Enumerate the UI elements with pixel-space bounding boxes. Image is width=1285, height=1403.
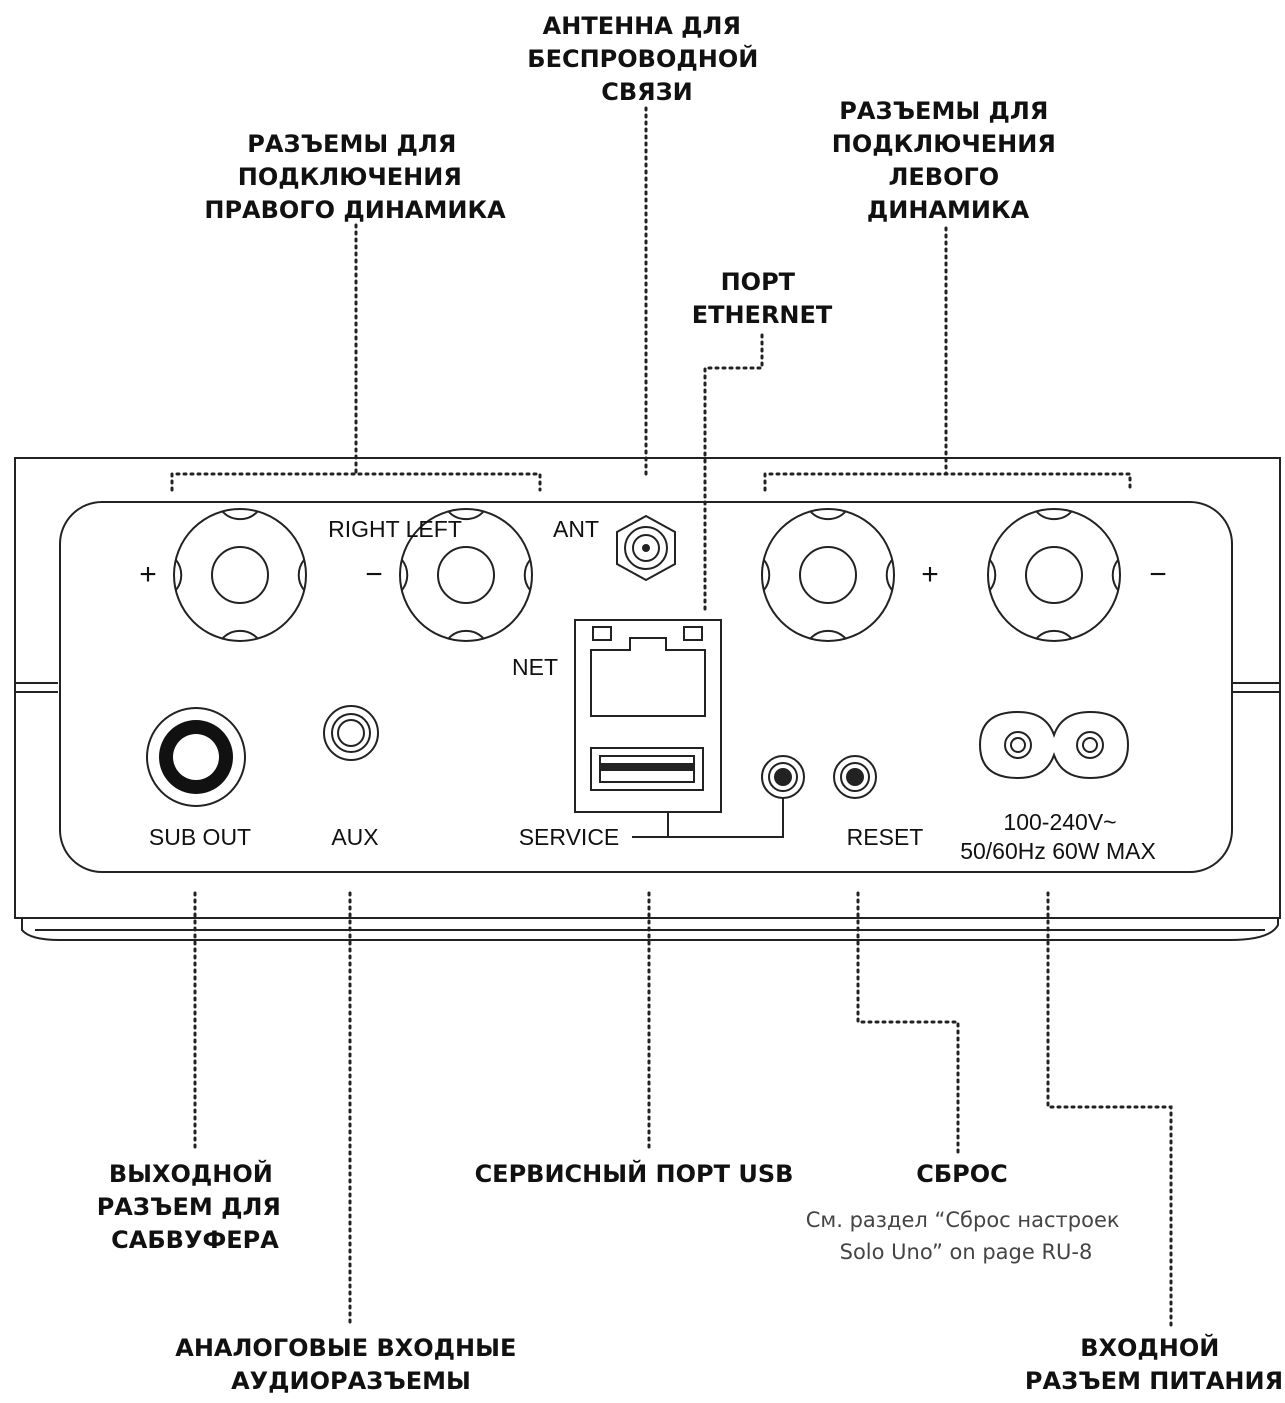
sub-out-jack [146, 707, 246, 807]
callout-line: РАЗЪЕМ ПИТАНИЯ [1025, 1367, 1283, 1395]
callout-line: АНАЛОГОВЫЕ ВХОДНЫЕ [175, 1334, 516, 1362]
service-bracket-line [632, 798, 784, 838]
speaker-terminal-left-plus [761, 508, 895, 642]
leader-power [1046, 891, 1173, 1328]
callout-right-speaker: РАЗЪЕМЫ ДЛЯ ПОДКЛЮЧЕНИЯ ПРАВОГО ДИНАМИКА [204, 130, 506, 224]
callout-line: ПРАВОГО ДИНАМИКА [204, 196, 506, 224]
label-power-freq: 50/60Hz 60W MAX [960, 838, 1156, 864]
aux-jack [323, 705, 379, 761]
callout-line: АНТЕННА ДЛЯ [543, 12, 741, 40]
power-inlet [978, 710, 1130, 780]
callout-line: ДИНАМИКА [867, 196, 1030, 224]
callout-line: ПОРТ [721, 268, 796, 296]
note-line: См. раздел “Сброс настроек [806, 1208, 1120, 1232]
label-service: SERVICE [519, 824, 620, 850]
callout-line: ПОДКЛЮЧЕНИЯ [238, 163, 462, 191]
label-net: NET [512, 654, 558, 680]
leader-reset [856, 891, 960, 1154]
label-aux: AUX [331, 824, 378, 850]
callout-line: РАЗЪЕМ ДЛЯ [97, 1193, 281, 1221]
callout-line: ЛЕВОГО [888, 163, 999, 191]
callout-line: СБРОС [916, 1160, 1008, 1188]
callout-line: САБВУФЕРА [111, 1226, 279, 1254]
callout-line: ПОДКЛЮЧЕНИЯ [832, 130, 1056, 158]
callout-line: СВЯЗИ [601, 78, 693, 106]
callout-line: СЕРВИСНЫЙ ПОРТ USB [475, 1159, 794, 1188]
callout-reset-note: См. раздел “Сброс настроек Solo Uno” on … [806, 1208, 1127, 1264]
callout-usb: СЕРВИСНЫЙ ПОРТ USB [475, 1159, 794, 1188]
leader-lines [170, 106, 1173, 1328]
callout-sub-out: ВЫХОДНОЙ РАЗЪЕМ ДЛЯ САБВУФЕРА [97, 1159, 290, 1254]
callout-antenna: АНТЕННА ДЛЯ БЕСПРОВОДНОЙ СВЯЗИ [527, 12, 766, 106]
polarity-plus-left: + [921, 558, 939, 591]
ethernet-jack [590, 637, 706, 717]
speaker-terminal-right-plus [173, 508, 307, 642]
speaker-terminal-left-minus [987, 508, 1121, 642]
label-right-left: RIGHT LEFT [328, 516, 462, 542]
label-ant: ANT [553, 516, 599, 542]
polarity-minus-right: − [365, 558, 383, 591]
service-jack [761, 755, 805, 799]
callout-line: РАЗЪЕМЫ ДЛЯ [247, 130, 456, 158]
callout-line: ВЫХОДНОЙ [109, 1159, 273, 1188]
reset-button [833, 755, 877, 799]
callout-line: ВХОДНОЙ [1080, 1333, 1219, 1362]
callout-power: ВХОДНОЙ РАЗЪЕМ ПИТАНИЯ [1025, 1333, 1283, 1395]
leader-left-speaker [763, 226, 1132, 492]
leader-right-speaker [170, 223, 542, 492]
label-sub-out: SUB OUT [149, 824, 251, 850]
callout-reset: СБРОС [916, 1160, 1008, 1188]
callout-left-speaker: РАЗЪЕМЫ ДЛЯ ПОДКЛЮЧЕНИЯ ЛЕВОГО ДИНАМИКА [832, 97, 1064, 224]
leader-ethernet [703, 333, 764, 616]
label-power-voltage: 100-240V~ [1003, 809, 1116, 835]
label-reset: RESET [847, 824, 924, 850]
polarity-plus-right: + [139, 558, 157, 591]
callout-line: АУДИОРАЗЪЕМЫ [231, 1367, 471, 1395]
network-port-block [574, 619, 722, 813]
polarity-minus-left: − [1149, 558, 1167, 591]
callout-line: БЕСПРОВОДНОЙ [527, 44, 758, 73]
speaker-terminal-right-minus [399, 508, 533, 642]
callout-line: РАЗЪЕМЫ ДЛЯ [839, 97, 1048, 125]
callout-line: ETHERNET [692, 301, 833, 329]
callout-ethernet: ПОРТ ETHERNET [692, 268, 833, 329]
note-line: Solo Uno” on page RU-8 [840, 1240, 1093, 1264]
callout-aux: АНАЛОГОВЫЕ ВХОДНЫЕ АУДИОРАЗЪЕМЫ [175, 1334, 524, 1395]
antenna-connector [616, 514, 676, 582]
